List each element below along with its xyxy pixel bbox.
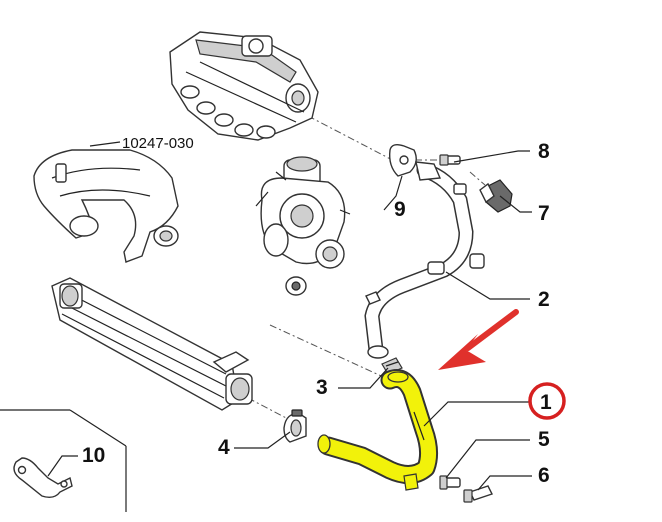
- frame-lines: [0, 409, 127, 512]
- leader-lines: [47, 150, 532, 491]
- callout-4: 4: [218, 436, 230, 459]
- callout-6: 6: [538, 464, 550, 487]
- callout-9: 9: [394, 198, 406, 221]
- bolt-item-6: [463, 485, 493, 503]
- intercooler: [51, 277, 253, 411]
- callout-3: 3: [316, 376, 328, 399]
- callout-labels: 8 7 9 2 3 1 5 4 10 6: [82, 140, 552, 487]
- turbocharger: [255, 156, 351, 296]
- bolt-item-8: [439, 154, 461, 166]
- assembly-axes: [247, 115, 486, 421]
- callout-7: 7: [538, 202, 550, 225]
- bracket: [13, 457, 73, 499]
- intake-manifold: [169, 31, 319, 141]
- callout-2: 2: [538, 288, 550, 311]
- pipe-item-1-highlighted: [317, 369, 439, 491]
- pipe-item-2: [364, 161, 485, 359]
- intake-duct: [33, 141, 179, 263]
- bolt-item-5: [439, 475, 461, 490]
- highlight-circle: [528, 382, 566, 420]
- red-indicator-arrow: [438, 309, 519, 370]
- callout-10: 10: [82, 444, 105, 467]
- callout-8: 8: [538, 140, 550, 163]
- callout-5: 5: [538, 428, 550, 451]
- callout-1: 1: [540, 391, 552, 414]
- reference-part-number: 10247-030: [122, 135, 194, 152]
- gasket-item-9: [388, 143, 417, 177]
- sensor-item-7: [479, 179, 513, 213]
- clamp-item-4: [283, 409, 307, 443]
